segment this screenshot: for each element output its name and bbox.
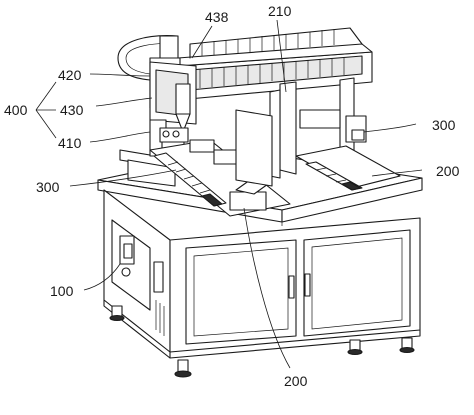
leader-100	[83, 263, 121, 291]
leader-300-right	[363, 123, 417, 133]
label-100: 100	[50, 283, 74, 299]
leader-430	[95, 97, 153, 107]
label-400: 400	[4, 102, 28, 118]
leader-438	[191, 25, 213, 59]
leader-210	[276, 19, 287, 93]
work-area-right	[295, 109, 401, 191]
label-300-left: 300	[36, 179, 60, 195]
label-300-right: 300	[432, 117, 456, 133]
label-438: 438	[205, 9, 229, 25]
work-area-left	[149, 109, 291, 217]
label-200-right: 200	[436, 163, 460, 179]
leader-200-right	[371, 169, 423, 177]
cable-chain	[189, 27, 363, 59]
conveyor-left-rollers	[167, 161, 211, 194]
leader-lines	[35, 19, 423, 369]
leader-200-bottom	[243, 207, 291, 369]
cabinet-100	[97, 149, 423, 359]
leader-420	[89, 73, 151, 77]
leader-400-a	[35, 81, 57, 111]
label-200-bottom: 200	[284, 373, 308, 389]
leader-300-left	[69, 169, 177, 187]
label-410: 410	[58, 135, 82, 151]
leader-410	[89, 131, 151, 143]
feet	[109, 305, 415, 378]
labels: 438 210 420 400 430 410 300 200 300 100 …	[4, 3, 460, 389]
label-430: 430	[60, 102, 84, 118]
label-420: 420	[58, 67, 82, 83]
head-assembly-400	[149, 61, 197, 157]
leader-400-c	[35, 109, 57, 139]
conveyor-right-rollers	[315, 167, 347, 183]
label-210: 210	[268, 3, 292, 19]
gantry-438	[177, 27, 373, 179]
